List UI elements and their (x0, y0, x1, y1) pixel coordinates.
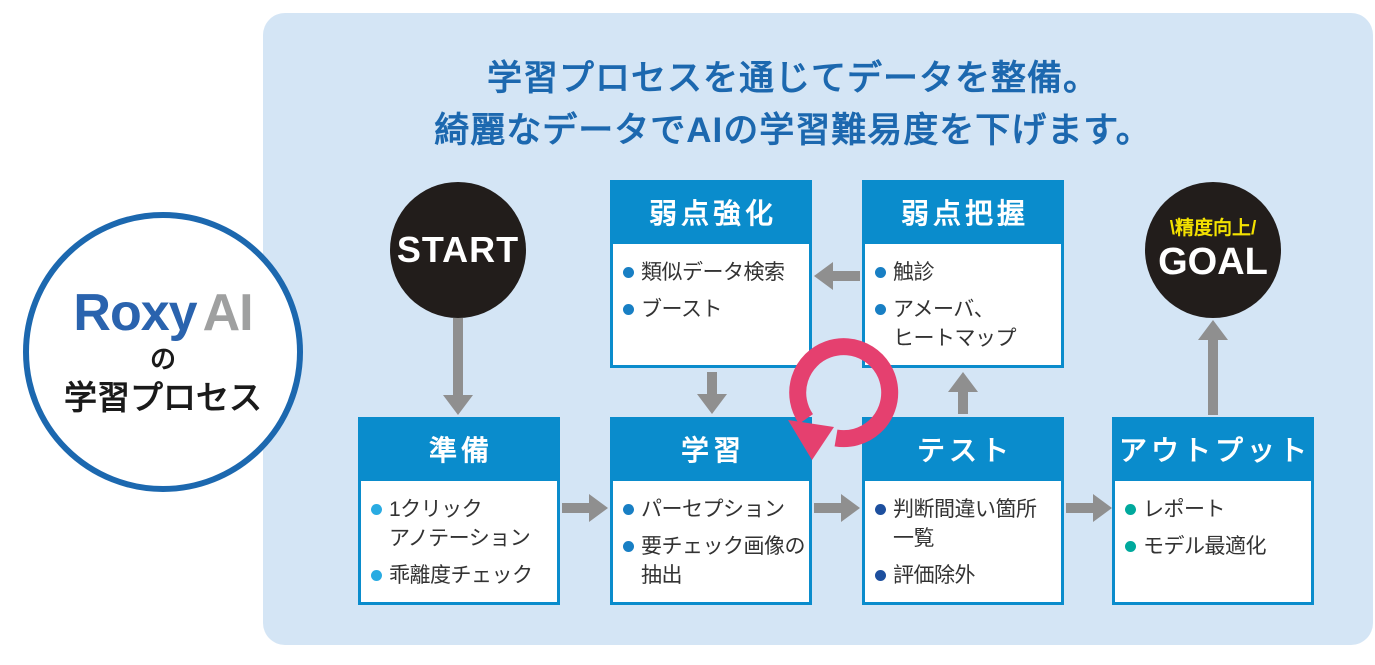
bullet-item: 1クリックアノテーション (371, 495, 551, 553)
arrow-learn-to-test-icon (814, 494, 860, 522)
start-label: START (396, 229, 520, 270)
bullet-item: 触診 (875, 258, 1055, 287)
headline-line1: 学習プロセスを通じてデータを整備。 (486, 59, 1099, 98)
arrow-weakgrasp-to-weakboost-icon (814, 262, 860, 290)
loop-cycle-arrow-icon (788, 338, 899, 460)
headline: 学習プロセスを通じてデータを整備。 綺麗なデータでAIの学習難易度を下げます。 (263, 53, 1323, 157)
bullet-dot-icon (623, 541, 634, 552)
bullet-text: 類似データ検索 (641, 261, 785, 284)
bullet-item: パーセプション (623, 495, 803, 524)
process-box-title: 弱点強化 (613, 183, 809, 244)
bullet-dot-icon (875, 267, 886, 278)
arrow-test-to-weakgrasp-icon (948, 372, 978, 414)
process-box-title: テスト (865, 420, 1061, 481)
bullet-text: レポート (1143, 498, 1226, 521)
arrow-prepare-to-learn-icon (562, 494, 608, 522)
process-box-learn: 学習 パーセプション 要チェック画像の抽出 (610, 417, 812, 605)
goal-label: GOAL (1158, 241, 1268, 283)
process-box-output: アウトプット レポート モデル最適化 (1112, 417, 1314, 605)
arrow-output-to-goal-icon (1198, 320, 1228, 415)
process-box-body: 判断間違い箇所一覧 評価除外 (865, 481, 1061, 590)
process-box-body: パーセプション 要チェック画像の抽出 (613, 481, 809, 590)
process-box-title: 学習 (613, 420, 809, 481)
bullet-text: ヒートマップ (893, 327, 1017, 350)
arrow-test-to-output-icon (1066, 494, 1112, 522)
process-box-body: 類似データ検索 ブースト (613, 244, 809, 324)
bullet-item: レポート (1125, 495, 1305, 524)
headline-line2: 綺麗なデータでAIの学習難易度を下げます。 (434, 111, 1152, 150)
bullet-item: 評価除外 (875, 561, 1055, 590)
bullet-item: 要チェック画像の抽出 (623, 532, 806, 590)
bullet-dot-icon (623, 304, 634, 315)
process-box-test: テスト 判断間違い箇所一覧 評価除外 (862, 417, 1064, 605)
bullet-dot-icon (875, 504, 886, 515)
process-box-prepare: 準備 1クリックアノテーション 乖離度チェック (358, 417, 560, 605)
bullet-item: 類似データ検索 (623, 258, 803, 287)
process-box-body: レポート モデル最適化 (1115, 481, 1311, 561)
goal-node: \精度向上/ GOAL (1145, 182, 1281, 318)
bullet-text: 判断間違い箇所 (893, 498, 1037, 521)
process-box-title: アウトプット (1115, 420, 1311, 481)
bullet-text: パーセプション (641, 498, 785, 521)
arrow-weakboost-to-learn-icon (697, 372, 727, 414)
bullet-text: 1クリック (389, 498, 483, 521)
bullet-text: 抽出 (641, 564, 683, 587)
process-box-body: 触診 アメーバ、ヒートマップ (865, 244, 1061, 353)
logo-ai-text: AI (202, 284, 254, 342)
arrow-start-to-prepare-icon (443, 318, 473, 415)
bullet-item: ブースト (623, 295, 803, 324)
goal-tagline: \精度向上/ (1169, 218, 1257, 239)
bullet-item: アメーバ、ヒートマップ (875, 295, 1055, 353)
bullet-text: 評価除外 (893, 564, 976, 587)
bullet-dot-icon (1125, 541, 1136, 552)
logo-connector: の (149, 344, 176, 374)
logo-roxy-text: Roxy (73, 284, 197, 342)
bullet-item: モデル最適化 (1125, 532, 1305, 561)
bullet-item: 判断間違い箇所一覧 (875, 495, 1055, 553)
bullet-dot-icon (371, 570, 382, 581)
bullet-text: アノテーション (389, 527, 531, 550)
start-node: START (390, 182, 526, 318)
bullet-dot-icon (623, 504, 634, 515)
bullet-text: 触診 (893, 261, 935, 284)
bullet-dot-icon (623, 267, 634, 278)
process-box-title: 準備 (361, 420, 557, 481)
bullet-text: モデル最適化 (1143, 535, 1267, 558)
process-box-body: 1クリックアノテーション 乖離度チェック (361, 481, 557, 590)
bullet-dot-icon (875, 304, 886, 315)
bullet-text: 要チェック画像の (641, 535, 806, 558)
bullet-dot-icon (371, 504, 382, 515)
process-box-title: 弱点把握 (865, 183, 1061, 244)
bullet-text: 一覧 (893, 527, 934, 550)
bullet-item: 乖離度チェック (371, 561, 551, 590)
bullet-text: 乖離度チェック (389, 564, 533, 587)
bullet-dot-icon (875, 570, 886, 581)
bullet-text: ブースト (641, 298, 722, 321)
bullet-dot-icon (1125, 504, 1136, 515)
logo-caption: 学習プロセス (64, 379, 262, 416)
bullet-text: アメーバ、 (893, 298, 995, 321)
process-box-weak-grasp: 弱点把握 触診 アメーバ、ヒートマップ (862, 180, 1064, 368)
process-box-weak-boost: 弱点強化 類似データ検索 ブースト (610, 180, 812, 368)
